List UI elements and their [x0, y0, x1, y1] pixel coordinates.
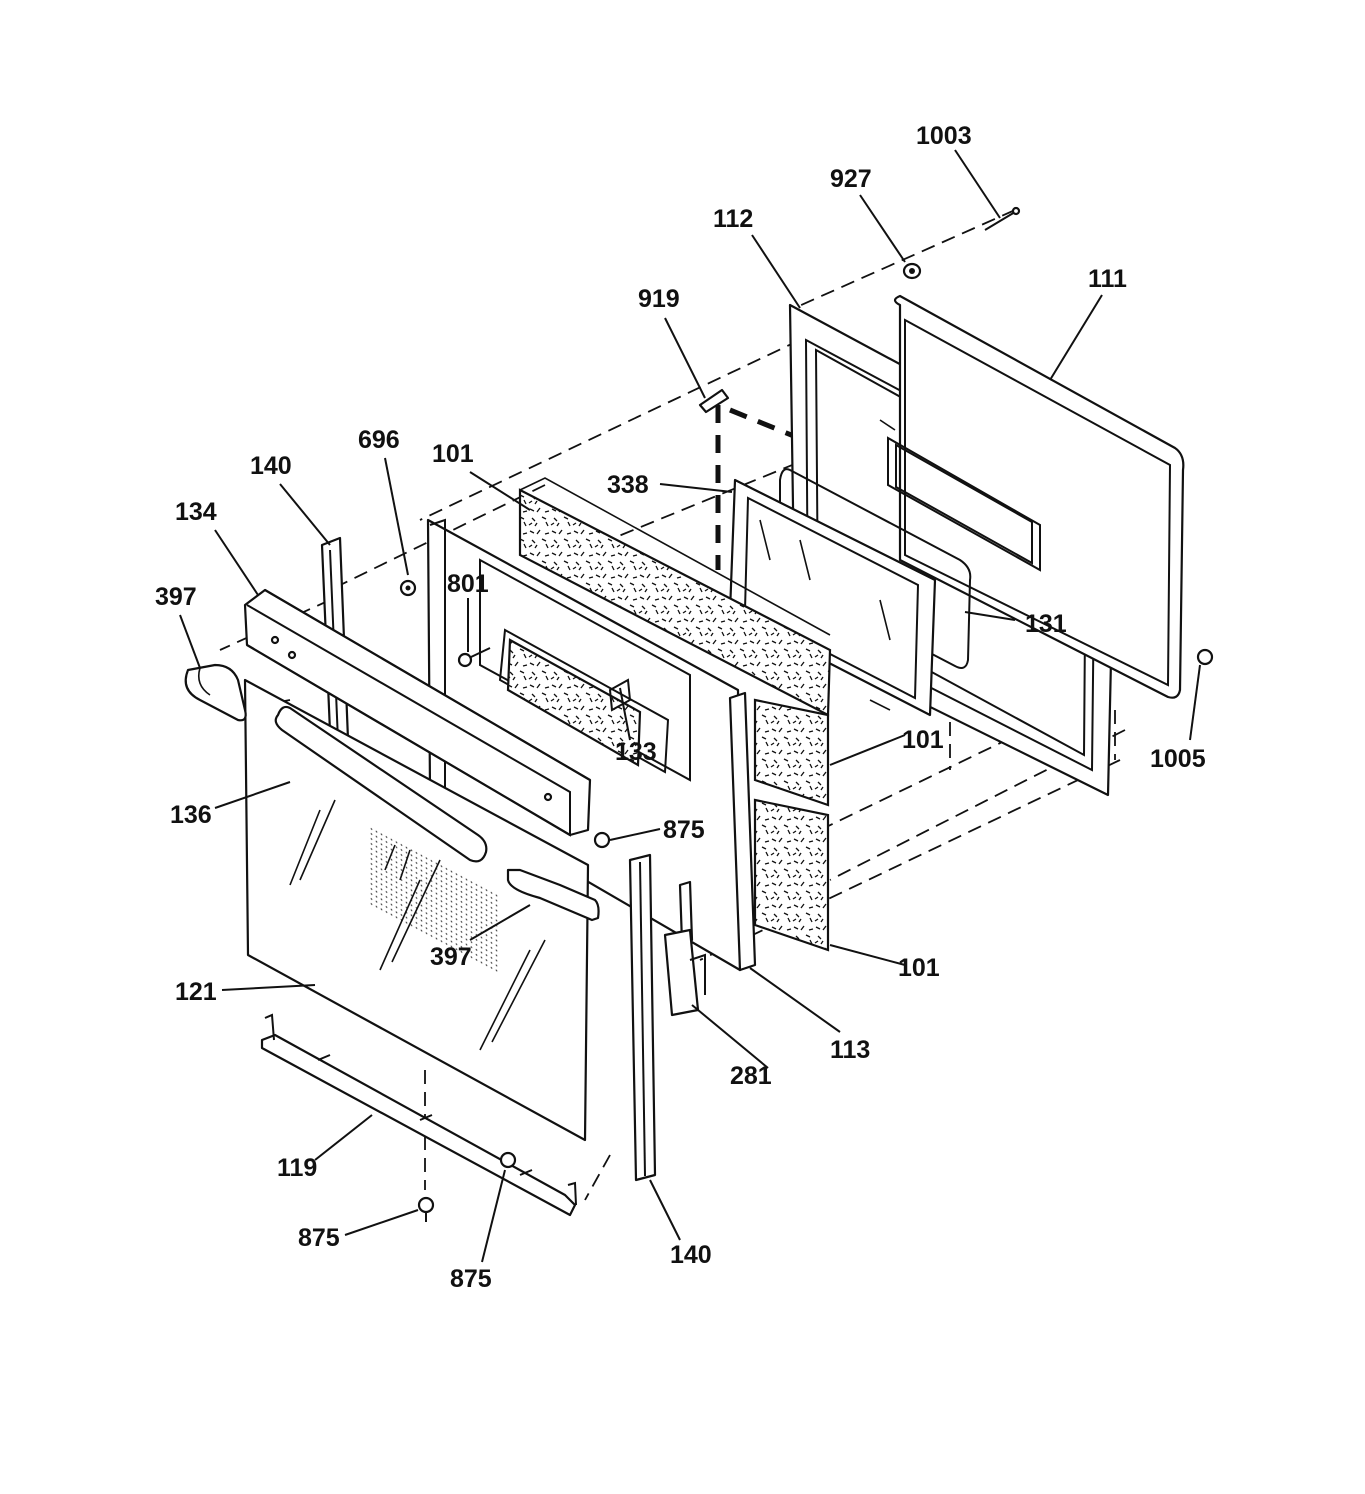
callout-113: 113	[830, 1036, 870, 1064]
side-strip-113	[728, 691, 757, 972]
screw-1003	[984, 206, 1021, 231]
bottom-trim-119	[260, 1013, 577, 1217]
screw-875-bottom-left	[417, 1196, 435, 1222]
callout-696: 696	[358, 426, 400, 454]
callout-101-top: 101	[432, 440, 474, 468]
screw-875-middle	[593, 831, 611, 849]
callout-labels: 1003 927 112 111 919 338 131 1005 696 10…	[155, 122, 1206, 1293]
pin-919	[698, 388, 730, 414]
screw-696	[399, 579, 417, 597]
callout-875-middle: 875	[663, 816, 705, 844]
callout-111: 111	[1088, 265, 1127, 293]
callout-1005: 1005	[1150, 745, 1206, 773]
callout-919: 919	[638, 285, 680, 313]
outer-door-panel-121	[243, 678, 590, 1142]
callout-338: 338	[607, 471, 649, 499]
callout-140-right: 140	[670, 1241, 712, 1269]
callout-397-right: 397	[430, 943, 472, 971]
leader-lines	[179, 149, 1201, 1263]
insulation-101-bottom	[753, 798, 830, 952]
washer-927	[902, 262, 922, 280]
callout-136: 136	[170, 801, 212, 829]
callout-101-bottom: 101	[898, 954, 940, 982]
callout-134: 134	[175, 498, 217, 526]
callout-875-bottom-left: 875	[298, 1224, 340, 1252]
handle-136	[274, 705, 488, 863]
vent-trim-134	[243, 588, 592, 837]
hinge-281	[663, 880, 706, 1017]
callout-121: 121	[175, 978, 217, 1006]
end-cap-397-left	[184, 663, 247, 722]
callout-397-left: 397	[155, 583, 197, 611]
end-cap-397-right	[506, 868, 600, 922]
callout-112: 112	[713, 205, 753, 233]
screw-875-bottom-right	[499, 1151, 517, 1169]
callout-801: 801	[447, 570, 489, 598]
callout-281: 281	[730, 1062, 772, 1090]
insulation-101-middle	[753, 698, 830, 807]
callout-101-middle: 101	[902, 726, 944, 754]
callout-927: 927	[830, 165, 872, 193]
callout-119: 119	[277, 1154, 317, 1182]
screw-801	[457, 647, 491, 668]
inner-window-338	[728, 478, 937, 717]
callout-875-bottom-right: 875	[450, 1265, 492, 1293]
callout-133: 133	[615, 738, 657, 766]
callout-140-left: 140	[250, 452, 292, 480]
side-channel-140-right	[628, 853, 657, 1182]
window-gasket-131	[779, 468, 972, 669]
callout-1003: 1003	[916, 122, 972, 150]
callout-131: 131	[1025, 610, 1067, 638]
door-gasket-111	[887, 294, 1185, 699]
screw-1005	[1196, 648, 1214, 666]
